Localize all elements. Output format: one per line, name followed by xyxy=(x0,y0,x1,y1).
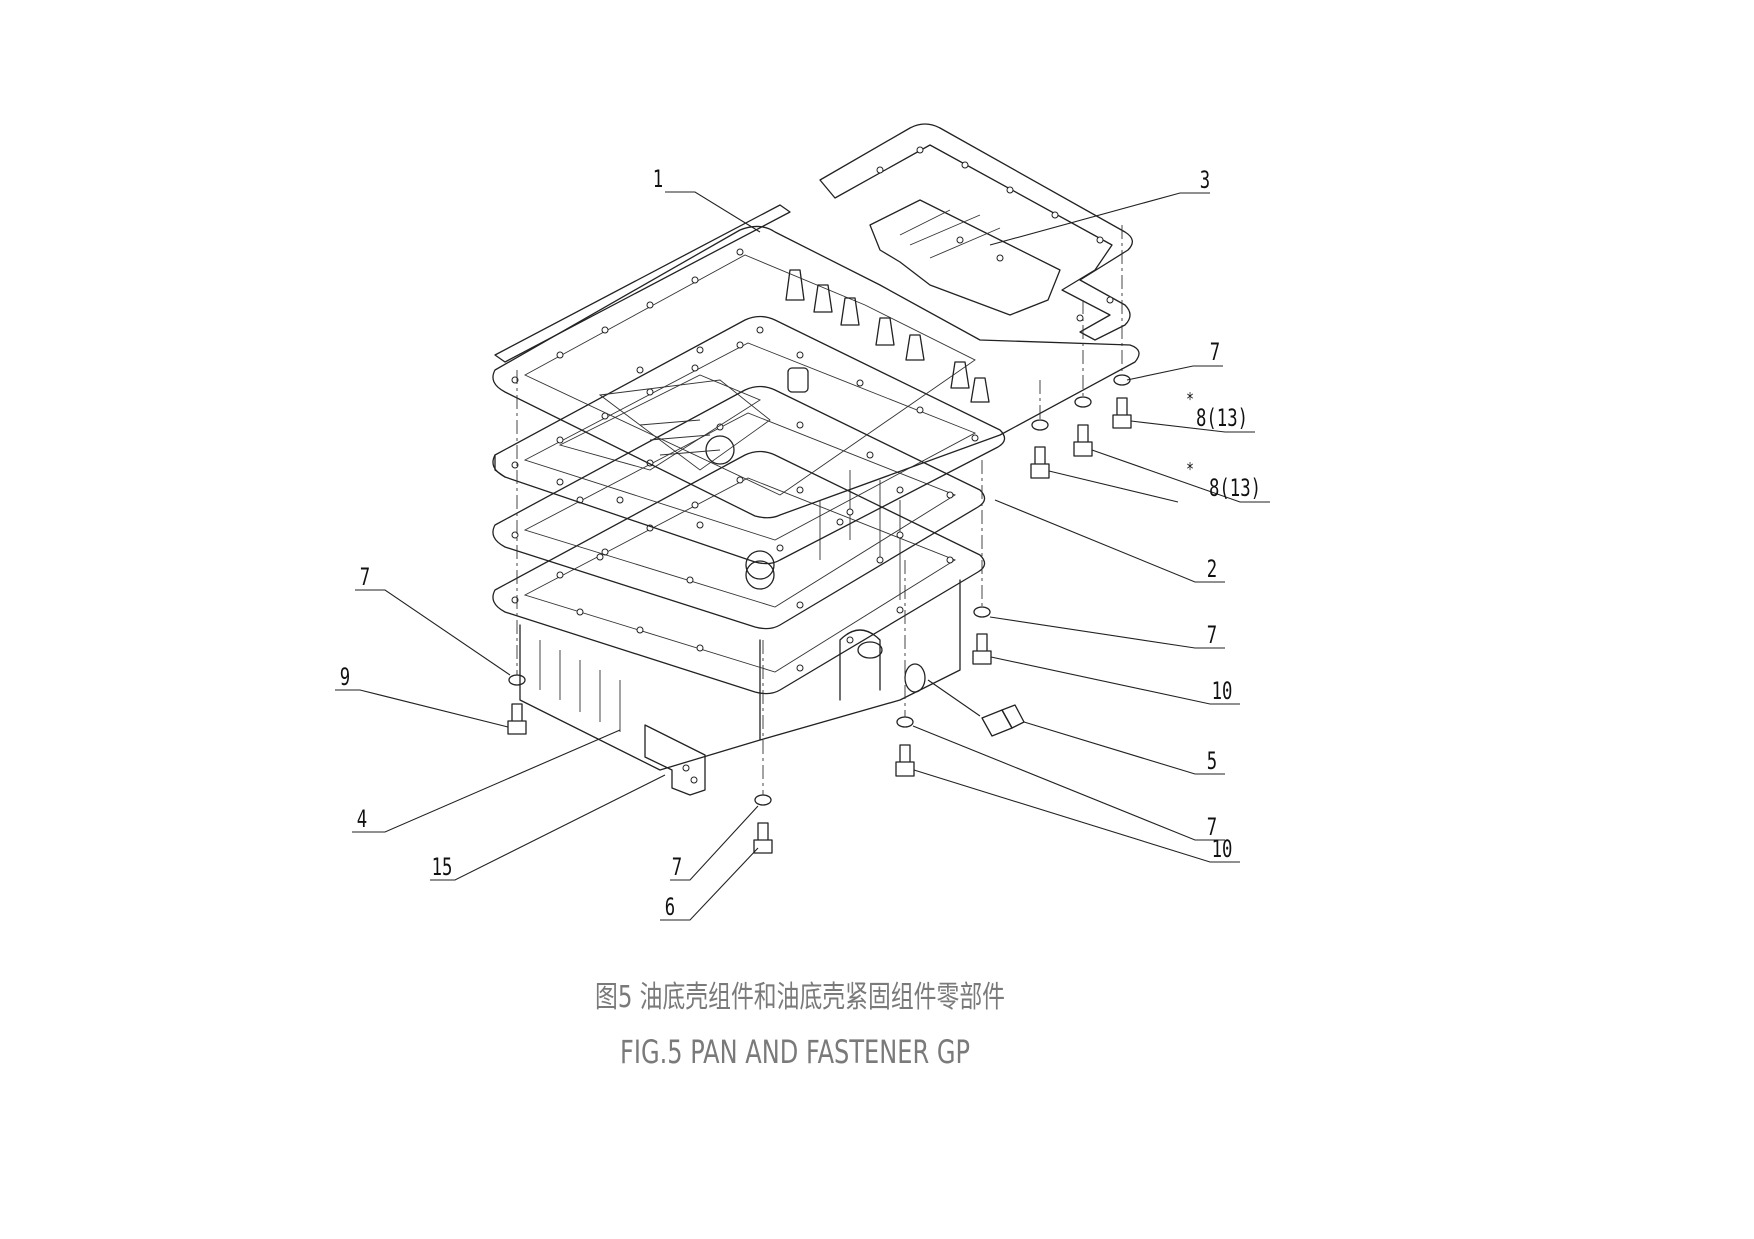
callout-labels: 1 3 7 * 8(13) * 8(13) 2 7 10 5 7 10 7 9 … xyxy=(340,165,1261,921)
washer-8c xyxy=(1074,396,1092,408)
centre-lines xyxy=(516,225,1123,795)
callout-8-13-mark-b: * xyxy=(1186,458,1194,480)
callout-4: 4 xyxy=(357,805,367,833)
callout-10-lower: 10 xyxy=(1212,835,1233,863)
leader-lines xyxy=(335,191,1270,921)
callout-8-13-a: 8(13) xyxy=(1196,404,1248,432)
reinforcement-strip xyxy=(494,204,791,363)
bolt-10a xyxy=(972,633,992,665)
bracket xyxy=(644,724,706,796)
washer-7d xyxy=(508,674,526,686)
callout-7-bottom: 7 xyxy=(672,853,682,881)
top-cover-plate xyxy=(492,225,1140,519)
washer-8b xyxy=(1031,419,1049,431)
callout-10-right: 10 xyxy=(1212,677,1233,705)
caption-chinese: 图5 油底壳组件和油底壳紧固组件零部件 xyxy=(595,980,1005,1015)
callout-2: 2 xyxy=(1207,555,1217,583)
fasteners xyxy=(507,374,1132,854)
callout-7-right: 7 xyxy=(1207,621,1217,649)
drain-plug-5 xyxy=(981,704,1025,737)
pan-upper-plate xyxy=(492,315,1006,580)
caption-english: FIG.5 PAN AND FASTENER GP xyxy=(620,1033,970,1071)
callout-5: 5 xyxy=(1207,747,1217,775)
callout-9: 9 xyxy=(340,663,350,691)
callout-8-13-mark-a: * xyxy=(1186,388,1194,410)
figure-caption: 图5 油底壳组件和油底壳紧固组件零部件 FIG.5 PAN AND FASTEN… xyxy=(595,980,1005,1071)
callout-7-lower: 7 xyxy=(1207,813,1217,841)
bolt-10b xyxy=(895,744,915,777)
washer-7a xyxy=(1113,374,1131,386)
washer-7b xyxy=(973,606,991,618)
bolt-6 xyxy=(753,822,773,854)
callout-15: 15 xyxy=(432,853,453,881)
pan-gasket xyxy=(492,385,986,630)
washer-7c xyxy=(896,716,914,728)
bolt-8b xyxy=(1030,446,1050,479)
callout-3: 3 xyxy=(1200,166,1210,194)
top-frame xyxy=(819,123,1133,341)
bolt-8c xyxy=(1073,424,1093,457)
callout-6: 6 xyxy=(665,893,675,921)
pan-lower-flange xyxy=(492,450,986,695)
callout-7-top: 7 xyxy=(1210,338,1220,366)
callout-8-13-b: 8(13) xyxy=(1209,474,1261,502)
oil-pan-body xyxy=(519,470,961,771)
washer-7e xyxy=(754,794,772,806)
bolt-9 xyxy=(507,703,527,735)
callout-7-left: 7 xyxy=(360,563,370,591)
callout-1: 1 xyxy=(653,165,663,193)
bolt-8a xyxy=(1112,397,1132,429)
